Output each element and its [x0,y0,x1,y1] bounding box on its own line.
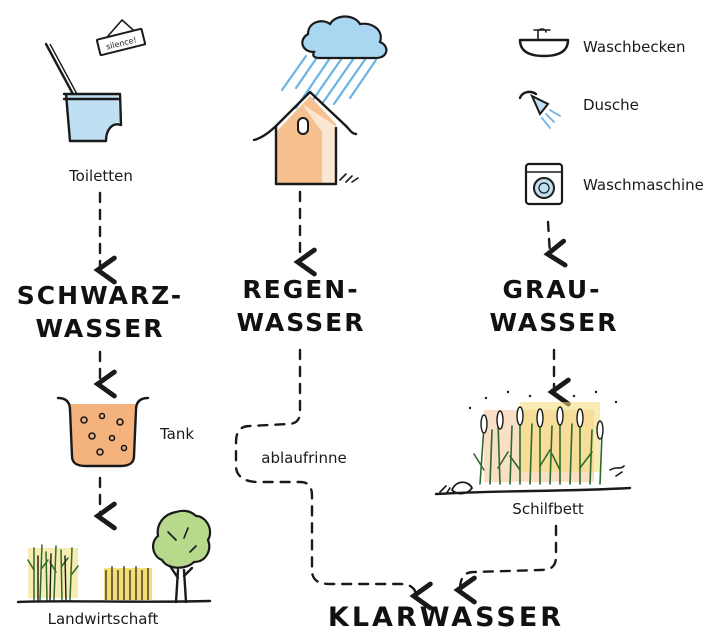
tank-label: Tank [159,425,194,443]
sink-icon [518,28,570,58]
rainwater-line2: WASSER [236,308,365,337]
agriculture-icon [16,509,212,604]
tank-icon [56,396,150,468]
washing-machine-icon [524,162,564,206]
blackwater-line1: SCHWARZ- [17,281,183,310]
washing-machine-label: Waschmaschine [583,176,704,194]
arrow-sources-to-greywater [543,220,568,268]
agriculture-label: Landwirtschaft [48,610,159,628]
clearwater-label: KLARWASSER [328,602,564,633]
gutter-label: ablaufrinne [261,449,346,467]
greywater-line2: WASSER [489,308,618,337]
toilets-label: Toiletten [68,167,133,185]
arrow-rainwater-to-clearwater [234,348,433,611]
silence-sign: silence! [95,19,147,57]
greywater-line1: GRAU- [502,275,601,304]
toilet-icon [44,42,123,143]
reed-bed-label: Schilfbett [512,500,584,518]
house-icon [252,90,359,186]
rainwater-line1: REGEN- [242,275,359,304]
shower-label: Dusche [583,96,639,114]
sink-label: Waschbecken [583,38,686,56]
blackwater-line2: WASSER [35,314,164,343]
rain-cloud-icon [280,15,388,110]
shower-icon [518,90,561,129]
reed-bed-icon [434,388,632,496]
arrow-reedbed-to-clearwater [453,524,558,605]
